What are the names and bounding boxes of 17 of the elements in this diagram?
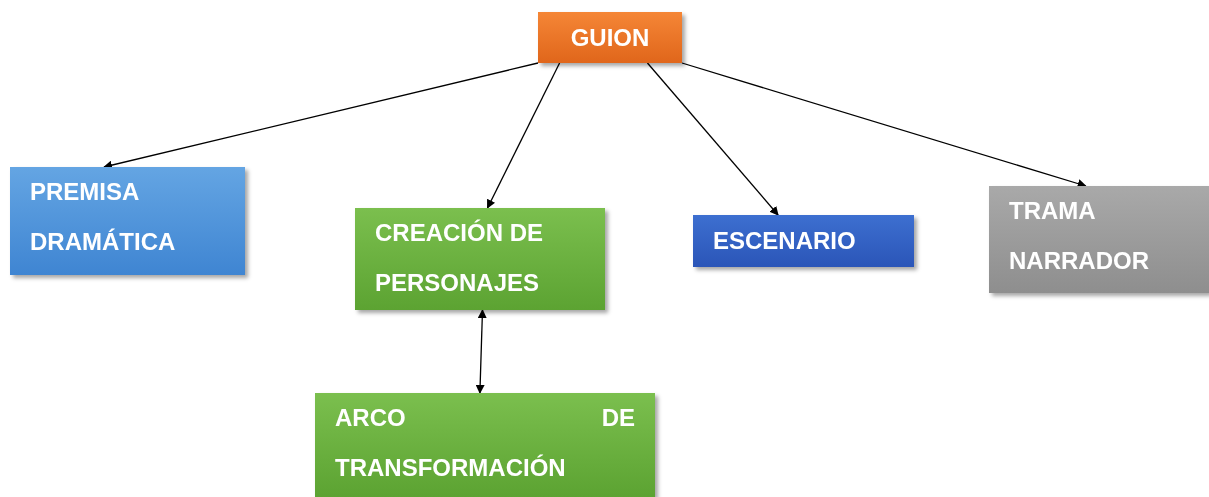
node-label: PREMISA DRAMÁTICA [30,177,177,257]
node-label: ESCENARIO [713,226,857,256]
process-box [315,393,655,497]
process-box [989,186,1209,293]
node-label: TRAMA NARRADOR [1009,196,1150,276]
arrow [475,309,487,394]
node-label: GUION [569,23,651,53]
process-box [355,208,605,310]
node-label: CREACIÓN DE PERSONAJES [375,218,544,298]
arrow [103,62,539,170]
node-label: ARCO DE TRANSFORMACIÓN [335,403,635,483]
arrow [646,62,779,216]
guion-box [538,12,682,63]
arrow [681,62,1087,188]
process-box [693,215,914,267]
process-box [10,167,245,275]
arrow [486,62,561,209]
